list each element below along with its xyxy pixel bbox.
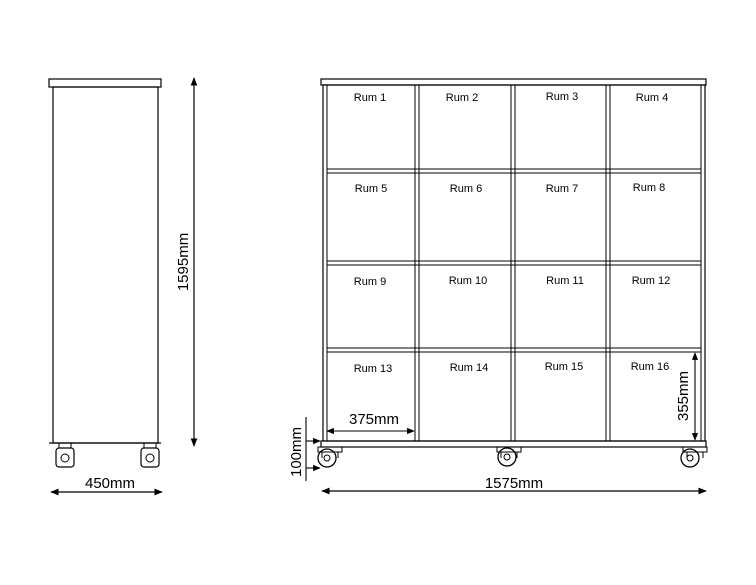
compartment-label: Rum 4	[636, 92, 668, 104]
side-caster-right	[140, 442, 160, 468]
total-width-label: 1575mm	[485, 475, 543, 492]
compartment-label: Rum 2	[446, 92, 478, 104]
compartment-label: Rum 15	[545, 361, 584, 373]
compartment-label: Rum 12	[632, 275, 671, 287]
compartment-label: Rum 14	[450, 362, 489, 374]
side-top-panel	[48, 78, 162, 88]
front-frame	[322, 84, 706, 442]
front-view: Rum 1 Rum 2 Rum 3 Rum 4 Rum 5 Rum 6 Rum …	[288, 78, 708, 495]
height-dimension-label: 1595mm	[175, 233, 192, 291]
front-bottom-board	[320, 440, 707, 448]
compartment-label: Rum 7	[546, 183, 578, 195]
compartment-label: Rum 16	[631, 361, 670, 373]
divider-vertical	[414, 84, 420, 442]
compartment-label: Rum 8	[633, 182, 665, 194]
side-panel	[52, 86, 159, 444]
divider-vertical	[605, 84, 611, 442]
compartment-label: Rum 5	[355, 183, 387, 195]
depth-dimension-label: 450mm	[85, 475, 135, 492]
side-caster-left	[55, 442, 75, 468]
front-caster-right	[680, 446, 708, 468]
divider-vertical	[510, 84, 516, 442]
shelf-horizontal	[326, 260, 702, 266]
shelf-horizontal	[326, 347, 702, 353]
compartment-label: Rum 13	[354, 363, 393, 375]
front-caster-left	[317, 446, 343, 468]
compartment-height-label: 355mm	[675, 371, 692, 421]
compartment-label: Rum 1	[354, 92, 386, 104]
compartment-label: Rum 9	[354, 276, 386, 288]
compartment-label: Rum 3	[546, 91, 578, 103]
wheel-height-label: 100mm	[288, 427, 305, 477]
side-view: 1595mm 450mm	[48, 77, 198, 496]
front-top-board	[320, 78, 707, 86]
compartment-width-label: 375mm	[349, 411, 399, 428]
shelf-horizontal	[326, 168, 702, 174]
compartment-labels: Rum 1 Rum 2 Rum 3 Rum 4 Rum 5 Rum 6 Rum …	[354, 91, 671, 375]
compartment-label: Rum 10	[449, 275, 488, 287]
front-caster-middle	[496, 446, 522, 467]
compartment-label: Rum 11	[546, 275, 584, 287]
front-frame-inner	[326, 84, 702, 442]
compartment-label: Rum 6	[450, 183, 482, 195]
